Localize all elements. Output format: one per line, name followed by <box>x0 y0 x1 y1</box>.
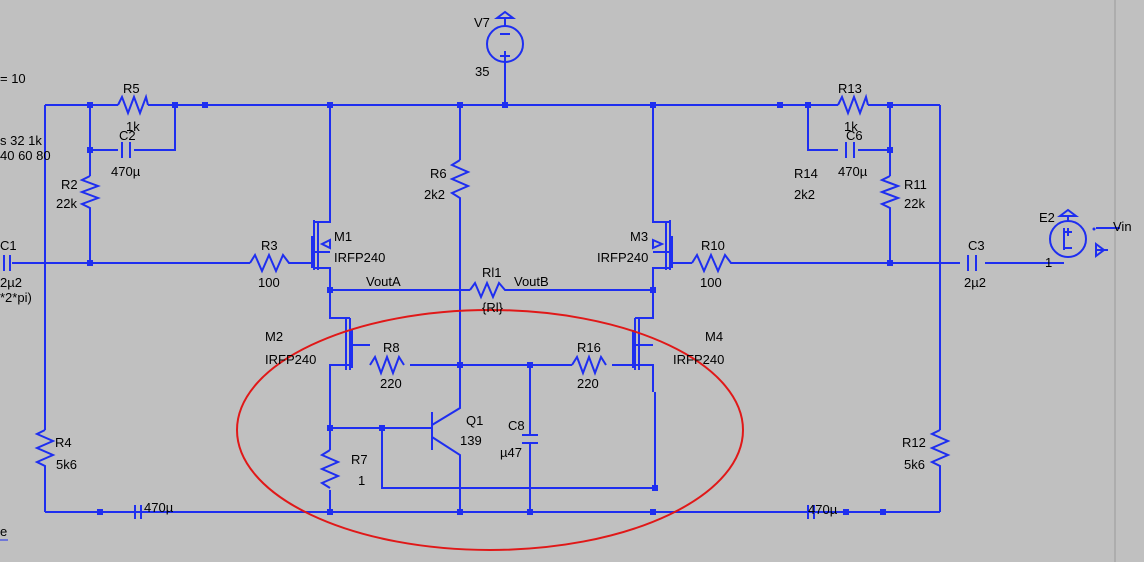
value-c2: 470µ <box>111 164 141 179</box>
label-c6: C6 <box>846 128 863 143</box>
label-m1: M1 <box>334 229 352 244</box>
label-m3: M3 <box>630 229 648 244</box>
wires <box>12 62 1120 513</box>
capacitor-c6 <box>845 142 855 158</box>
capacitor-c3 <box>967 255 977 271</box>
label-r6: R6 <box>430 166 447 181</box>
capacitor-c8 <box>522 434 538 444</box>
value-r2: 22k <box>56 196 77 211</box>
net-vouta: VoutA <box>366 274 401 289</box>
mosfet-m1-arrow <box>319 238 331 250</box>
fragment-left-1: s 32 1k <box>0 133 42 148</box>
capacitor-bottom-right <box>807 505 815 519</box>
net-vin: Vin <box>1113 219 1132 234</box>
capacitor-bottom-left <box>134 505 142 519</box>
mosfet-m1 <box>313 220 319 270</box>
value-r3: 100 <box>258 275 280 290</box>
fragment-bottom-cap-left: 470µ <box>144 500 174 515</box>
label-r16: R16 <box>577 340 601 355</box>
label-r5: R5 <box>123 81 140 96</box>
value-m3: IRFP240 <box>597 250 648 265</box>
fragment-bottom-cap-right: 470µ <box>808 502 838 517</box>
value-r11: 22k <box>904 196 925 211</box>
resistor-r12 <box>929 429 951 476</box>
junctions <box>87 102 893 515</box>
value-c1: 2µ2 <box>0 275 22 290</box>
label-c1: C1 <box>0 238 17 253</box>
resistor-rl1 <box>469 280 510 300</box>
resistor-r2 <box>79 175 101 212</box>
value-v7: 35 <box>475 64 489 79</box>
label-e2: E2 <box>1039 210 1055 225</box>
value-m4: IRFP240 <box>673 352 724 367</box>
mosfet-m4 <box>634 318 640 370</box>
mosfet-bodies <box>313 220 671 370</box>
value-r16: 220 <box>577 376 599 391</box>
label-r7: R7 <box>351 452 368 467</box>
value-e2: 1 <box>1045 255 1052 270</box>
voltage-source-v7 <box>486 10 524 63</box>
capacitor-c1 <box>3 255 11 271</box>
label-r13: R13 <box>838 81 862 96</box>
label-r12: R12 <box>902 435 926 450</box>
dependent-source-e2 <box>1049 208 1106 258</box>
resistor-r7 <box>319 449 341 489</box>
label-r2: R2 <box>61 177 78 192</box>
mosfet-m3-arrow <box>652 238 665 250</box>
resistor-r10 <box>691 252 735 274</box>
net-voutb: VoutB <box>514 274 549 289</box>
value-c8: µ47 <box>500 445 522 460</box>
resistor-r8 <box>369 354 405 376</box>
value-m2: IRFP240 <box>265 352 316 367</box>
resistor-r11 <box>879 175 901 212</box>
resistor-r5 <box>117 93 149 116</box>
fragment-bottom-left: e <box>0 524 7 539</box>
label-r10: R10 <box>701 238 725 253</box>
mosfet-m3 <box>665 220 671 270</box>
label-r14: R14 <box>794 166 818 181</box>
value-r10: 100 <box>700 275 722 290</box>
value-q1: 139 <box>460 433 482 448</box>
label-m4: M4 <box>705 329 723 344</box>
resistors <box>34 93 951 489</box>
value-r14: 2k2 <box>794 187 815 202</box>
labels: V7 35 R5 1k C2 470µ R2 22k C1 2µ2 R3 100… <box>0 15 1132 539</box>
resistor-r4 <box>34 429 56 476</box>
label-r11: R11 <box>904 177 927 192</box>
label-c2: C2 <box>119 128 136 143</box>
value-r4: 5k6 <box>56 457 77 472</box>
mosfet-m2 <box>345 318 351 370</box>
label-rl1: Rl1 <box>482 265 502 280</box>
highlight-ellipse <box>236 309 744 551</box>
resistor-r6 <box>449 159 471 205</box>
label-v7: V7 <box>474 15 490 30</box>
label-r8: R8 <box>383 340 400 355</box>
value-r6: 2k2 <box>424 187 445 202</box>
label-m2: M2 <box>265 329 283 344</box>
resistor-r13 <box>837 93 869 116</box>
fragment-left-3: *2*pi) <box>0 290 32 305</box>
label-q1: Q1 <box>466 413 483 428</box>
value-r8: 220 <box>380 376 402 391</box>
resistor-r3 <box>249 252 292 274</box>
value-r12: 5k6 <box>904 457 925 472</box>
label-c8: C8 <box>508 418 525 433</box>
capacitors <box>3 142 977 519</box>
label-r4: R4 <box>55 435 72 450</box>
value-r5: 1k <box>126 119 140 134</box>
resistor-r16 <box>571 354 607 376</box>
label-r3: R3 <box>261 238 278 253</box>
value-r7: 1 <box>358 473 365 488</box>
fragment-top-left: = 10 <box>0 71 26 86</box>
label-c3: C3 <box>968 238 985 253</box>
value-c6: 470µ <box>838 164 868 179</box>
value-c3: 2µ2 <box>964 275 986 290</box>
value-m1: IRFP240 <box>334 250 385 265</box>
value-r13: 1k <box>844 119 858 134</box>
capacitor-c2 <box>121 142 131 158</box>
fragment-left-2: 40 60 80 <box>0 148 51 163</box>
value-rl1: {Rl} <box>482 300 504 315</box>
